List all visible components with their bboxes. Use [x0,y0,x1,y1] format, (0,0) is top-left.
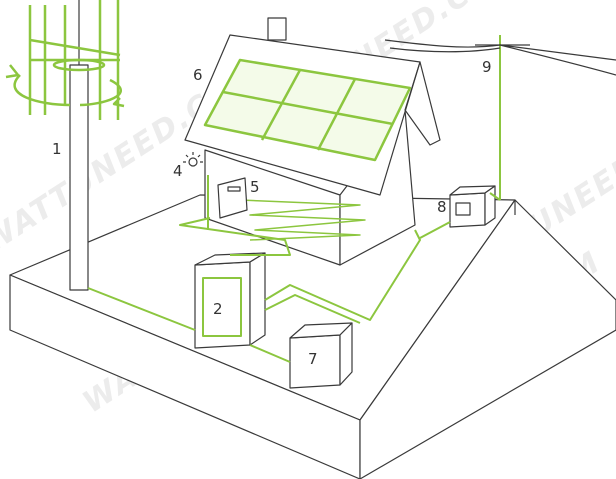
light-icon [183,152,203,167]
label-wind-turbine: 1 [52,140,62,158]
wind-turbine [5,0,125,291]
floor-heating [239,199,366,241]
cables [87,175,501,363]
box-7 [289,322,353,389]
utility-pole [384,35,616,200]
solar-panels [203,58,412,162]
label-battery-inverter: 2 [213,300,223,318]
meter-box [449,185,496,228]
label-light: 4 [173,162,183,180]
controller-unit [217,177,248,219]
label-box-7: 7 [308,350,318,368]
label-solar-panels: 6 [193,66,203,84]
label-meter: 8 [437,198,447,216]
battery-cabinet [194,252,266,349]
label-utility-pole: 9 [482,58,492,76]
label-controller: 5 [250,178,260,196]
